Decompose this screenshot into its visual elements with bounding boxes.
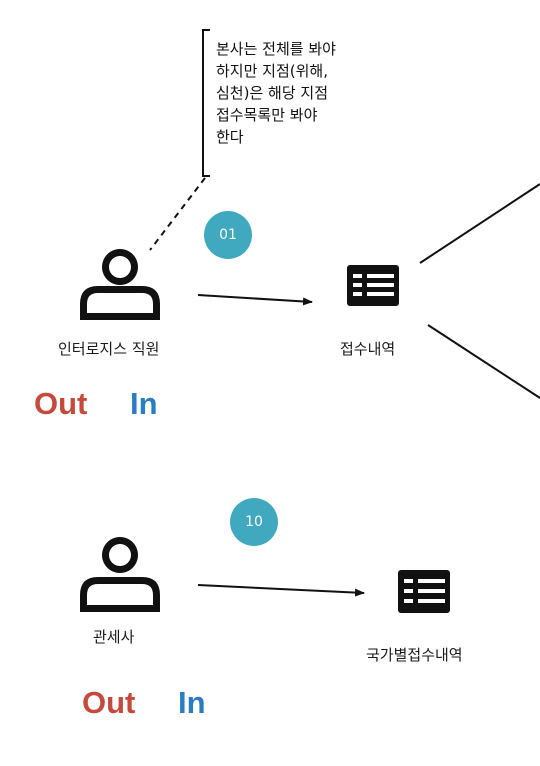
note-line: 심천)은 해당 지점 xyxy=(216,84,328,102)
table-icon xyxy=(347,265,399,306)
actor-label: 인터로지스 직원 xyxy=(58,340,160,358)
target-label: 접수내역 xyxy=(340,340,396,358)
step-badge: 01 xyxy=(204,211,252,259)
annotation-note: 본사는 전체를 봐야 하지만 지점(위해, 심천)은 해당 지점 접수목록만 봐… xyxy=(216,38,336,148)
out-label: Out xyxy=(82,685,136,720)
target-label: 국가별접수내역 xyxy=(366,646,463,664)
note-line: 접수목록만 봐야 xyxy=(216,106,318,124)
note-bracket xyxy=(202,29,210,177)
connector-line-upper xyxy=(419,183,540,264)
user-icon xyxy=(80,249,160,320)
flow2-arrow xyxy=(197,584,365,597)
note-line: 하지만 지점(위해, xyxy=(216,62,328,80)
actor-label: 관세사 xyxy=(93,628,135,646)
table-icon xyxy=(398,570,450,613)
user-icon xyxy=(80,537,160,612)
connector-line-lower xyxy=(427,324,540,399)
note-line: 한다 xyxy=(216,128,244,146)
in-label: In xyxy=(178,685,206,720)
out-label: Out xyxy=(34,386,88,421)
in-label: In xyxy=(130,386,158,421)
step-badge: 10 xyxy=(230,498,278,546)
flow1-arrow xyxy=(197,294,313,306)
note-line: 본사는 전체를 봐야 xyxy=(216,40,336,58)
note-connector xyxy=(149,177,206,251)
